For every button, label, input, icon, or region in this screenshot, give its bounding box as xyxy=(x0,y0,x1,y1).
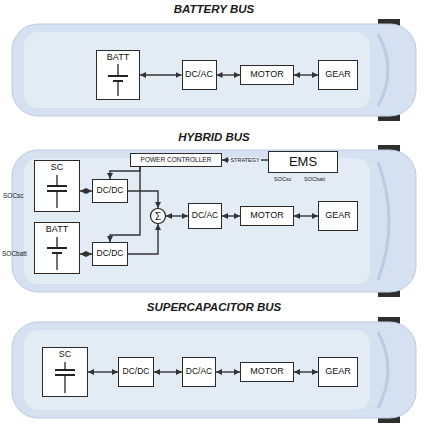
component-box: EMS xyxy=(268,151,338,173)
component-box: GEAR xyxy=(318,201,358,231)
capacitor-symbol xyxy=(42,347,88,397)
component-label: GEAR xyxy=(325,211,351,221)
component-label: MOTOR xyxy=(250,211,283,221)
bus-panel: SUPERCAPACITOR BUS SC DC/DC DC/AC MOTOR GEAR xyxy=(0,300,428,422)
power-connector xyxy=(294,74,318,75)
supercapacitor-bus-body xyxy=(12,317,416,423)
summing-junction: Σ xyxy=(150,208,166,224)
component-label: DC/DC xyxy=(123,367,150,376)
component-label: DC/AC xyxy=(185,70,213,80)
component-box: BATT xyxy=(96,50,140,100)
component-label: EMS xyxy=(289,155,317,169)
power-connector xyxy=(166,215,188,216)
power-connector xyxy=(110,167,140,179)
component-box: GEAR xyxy=(318,357,358,387)
component-label: MOTOR xyxy=(250,70,283,80)
component-label: POWER CONTROLLER xyxy=(141,156,212,163)
component-box: DC/AC xyxy=(188,203,222,229)
power-connector xyxy=(140,74,182,75)
power-connector xyxy=(128,191,158,208)
power-connector xyxy=(216,371,240,372)
component-label: DC/AC xyxy=(192,211,218,220)
battery-symbol xyxy=(34,222,80,274)
component-box: DC/DC xyxy=(92,179,128,203)
soc-label: SOCsc xyxy=(3,192,24,199)
power-connector xyxy=(80,253,92,254)
component-label: GEAR xyxy=(325,367,351,377)
power-connector xyxy=(128,224,158,254)
component-box: MOTOR xyxy=(240,65,294,85)
component-label: SC xyxy=(51,163,64,173)
edge-label: STRATEGY xyxy=(229,157,260,163)
power-connector xyxy=(88,371,118,372)
component-label: DC/DC xyxy=(97,186,124,195)
component-box: DC/DC xyxy=(118,357,154,387)
component-box: SC xyxy=(42,347,88,397)
component-box: DC/DC xyxy=(92,242,128,266)
component-box: GEAR xyxy=(318,60,358,90)
component-box: MOTOR xyxy=(240,206,294,226)
component-label: Σ xyxy=(155,211,161,222)
power-connector xyxy=(222,215,240,216)
component-label: BATT xyxy=(107,53,129,63)
summing-circle xyxy=(151,209,166,224)
component-label: BATT xyxy=(46,225,68,235)
panel-heading: HYBRID BUS xyxy=(0,130,428,144)
soc-label: SOCbatt xyxy=(304,176,325,182)
component-box: BATT xyxy=(34,222,80,274)
component-box: POWER CONTROLLER xyxy=(130,153,222,167)
bus-panel: BATTERY BUS BATT DC/AC MOTOR GEAR xyxy=(0,2,428,120)
bus-panel: HYBRID BUS POWER CONTROLLER EMS SC DC/DC Σ DC/… xyxy=(0,130,428,296)
component-box: SC xyxy=(34,160,80,212)
component-label: DC/AC xyxy=(186,367,212,376)
power-connector xyxy=(294,371,318,372)
component-box: MOTOR xyxy=(240,362,294,382)
panel-heading: SUPERCAPACITOR BUS xyxy=(0,300,428,314)
power-connector xyxy=(294,215,318,216)
capacitor-symbol xyxy=(34,160,80,212)
battery-bus-body xyxy=(12,19,416,121)
power-connector xyxy=(154,371,182,372)
component-box: DC/AC xyxy=(182,357,216,387)
power-connector xyxy=(217,74,241,75)
soc-label: SOCbatt xyxy=(2,250,27,257)
soc-label: SOCsc xyxy=(274,176,291,182)
component-label: DC/DC xyxy=(97,249,124,258)
component-label: MOTOR xyxy=(250,367,283,377)
component-label: GEAR xyxy=(325,70,351,80)
component-box: DC/AC xyxy=(182,60,217,90)
power-connector xyxy=(80,190,92,191)
component-label: SC xyxy=(59,350,72,360)
hybrid-bus-body xyxy=(12,145,416,297)
battery-symbol xyxy=(96,50,140,100)
panel-heading: BATTERY BUS xyxy=(0,2,428,16)
